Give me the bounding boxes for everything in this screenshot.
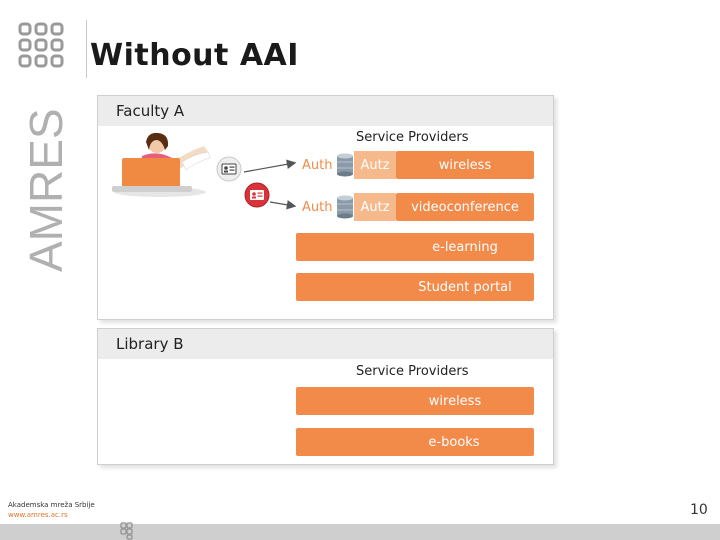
service-videoconference[interactable]: videoconference <box>396 193 534 221</box>
service-student-portal[interactable]: Student portal <box>296 273 534 301</box>
database-icon <box>337 195 353 219</box>
autz-segment: Autz <box>354 151 396 179</box>
faculty-panel-header <box>98 96 553 126</box>
library-panel-header <box>98 329 553 359</box>
user-laptop-icon <box>112 132 211 197</box>
arrow-icon <box>243 159 297 210</box>
library-panel-title: Library B <box>116 335 184 353</box>
footer-logo-icon <box>120 522 133 540</box>
auth-segment: Auth <box>296 151 338 179</box>
auth-segment: Auth <box>296 193 338 221</box>
library-service-providers-label: Service Providers <box>356 364 469 379</box>
faculty-panel-title: Faculty A <box>116 102 185 120</box>
service-library-wireless[interactable]: wireless <box>296 387 534 415</box>
footer-bar <box>0 524 720 540</box>
autz-segment: Autz <box>354 193 396 221</box>
service-e-books[interactable]: e-books <box>296 428 534 456</box>
database-icon <box>337 153 353 177</box>
service-wireless[interactable]: wireless <box>396 151 534 179</box>
footer-info: Akademska mreža Srbije www.amres.ac.rs <box>8 500 95 520</box>
page-number: 10 <box>690 502 708 518</box>
id-card-icon <box>216 156 242 182</box>
brand-vertical-text: AMRES <box>20 108 68 272</box>
title-divider <box>86 20 87 78</box>
footer-url[interactable]: www.amres.ac.rs <box>8 511 68 519</box>
service-e-learning[interactable]: e-learning <box>296 233 534 261</box>
amres-logo-icon <box>18 22 64 68</box>
id-card-icon-red <box>244 182 270 208</box>
brand-label: AMRES <box>20 108 68 272</box>
footer-org: Akademska mreža Srbije <box>8 501 95 509</box>
faculty-service-providers-label: Service Providers <box>356 130 469 145</box>
page-title: Without AAI <box>90 38 299 73</box>
